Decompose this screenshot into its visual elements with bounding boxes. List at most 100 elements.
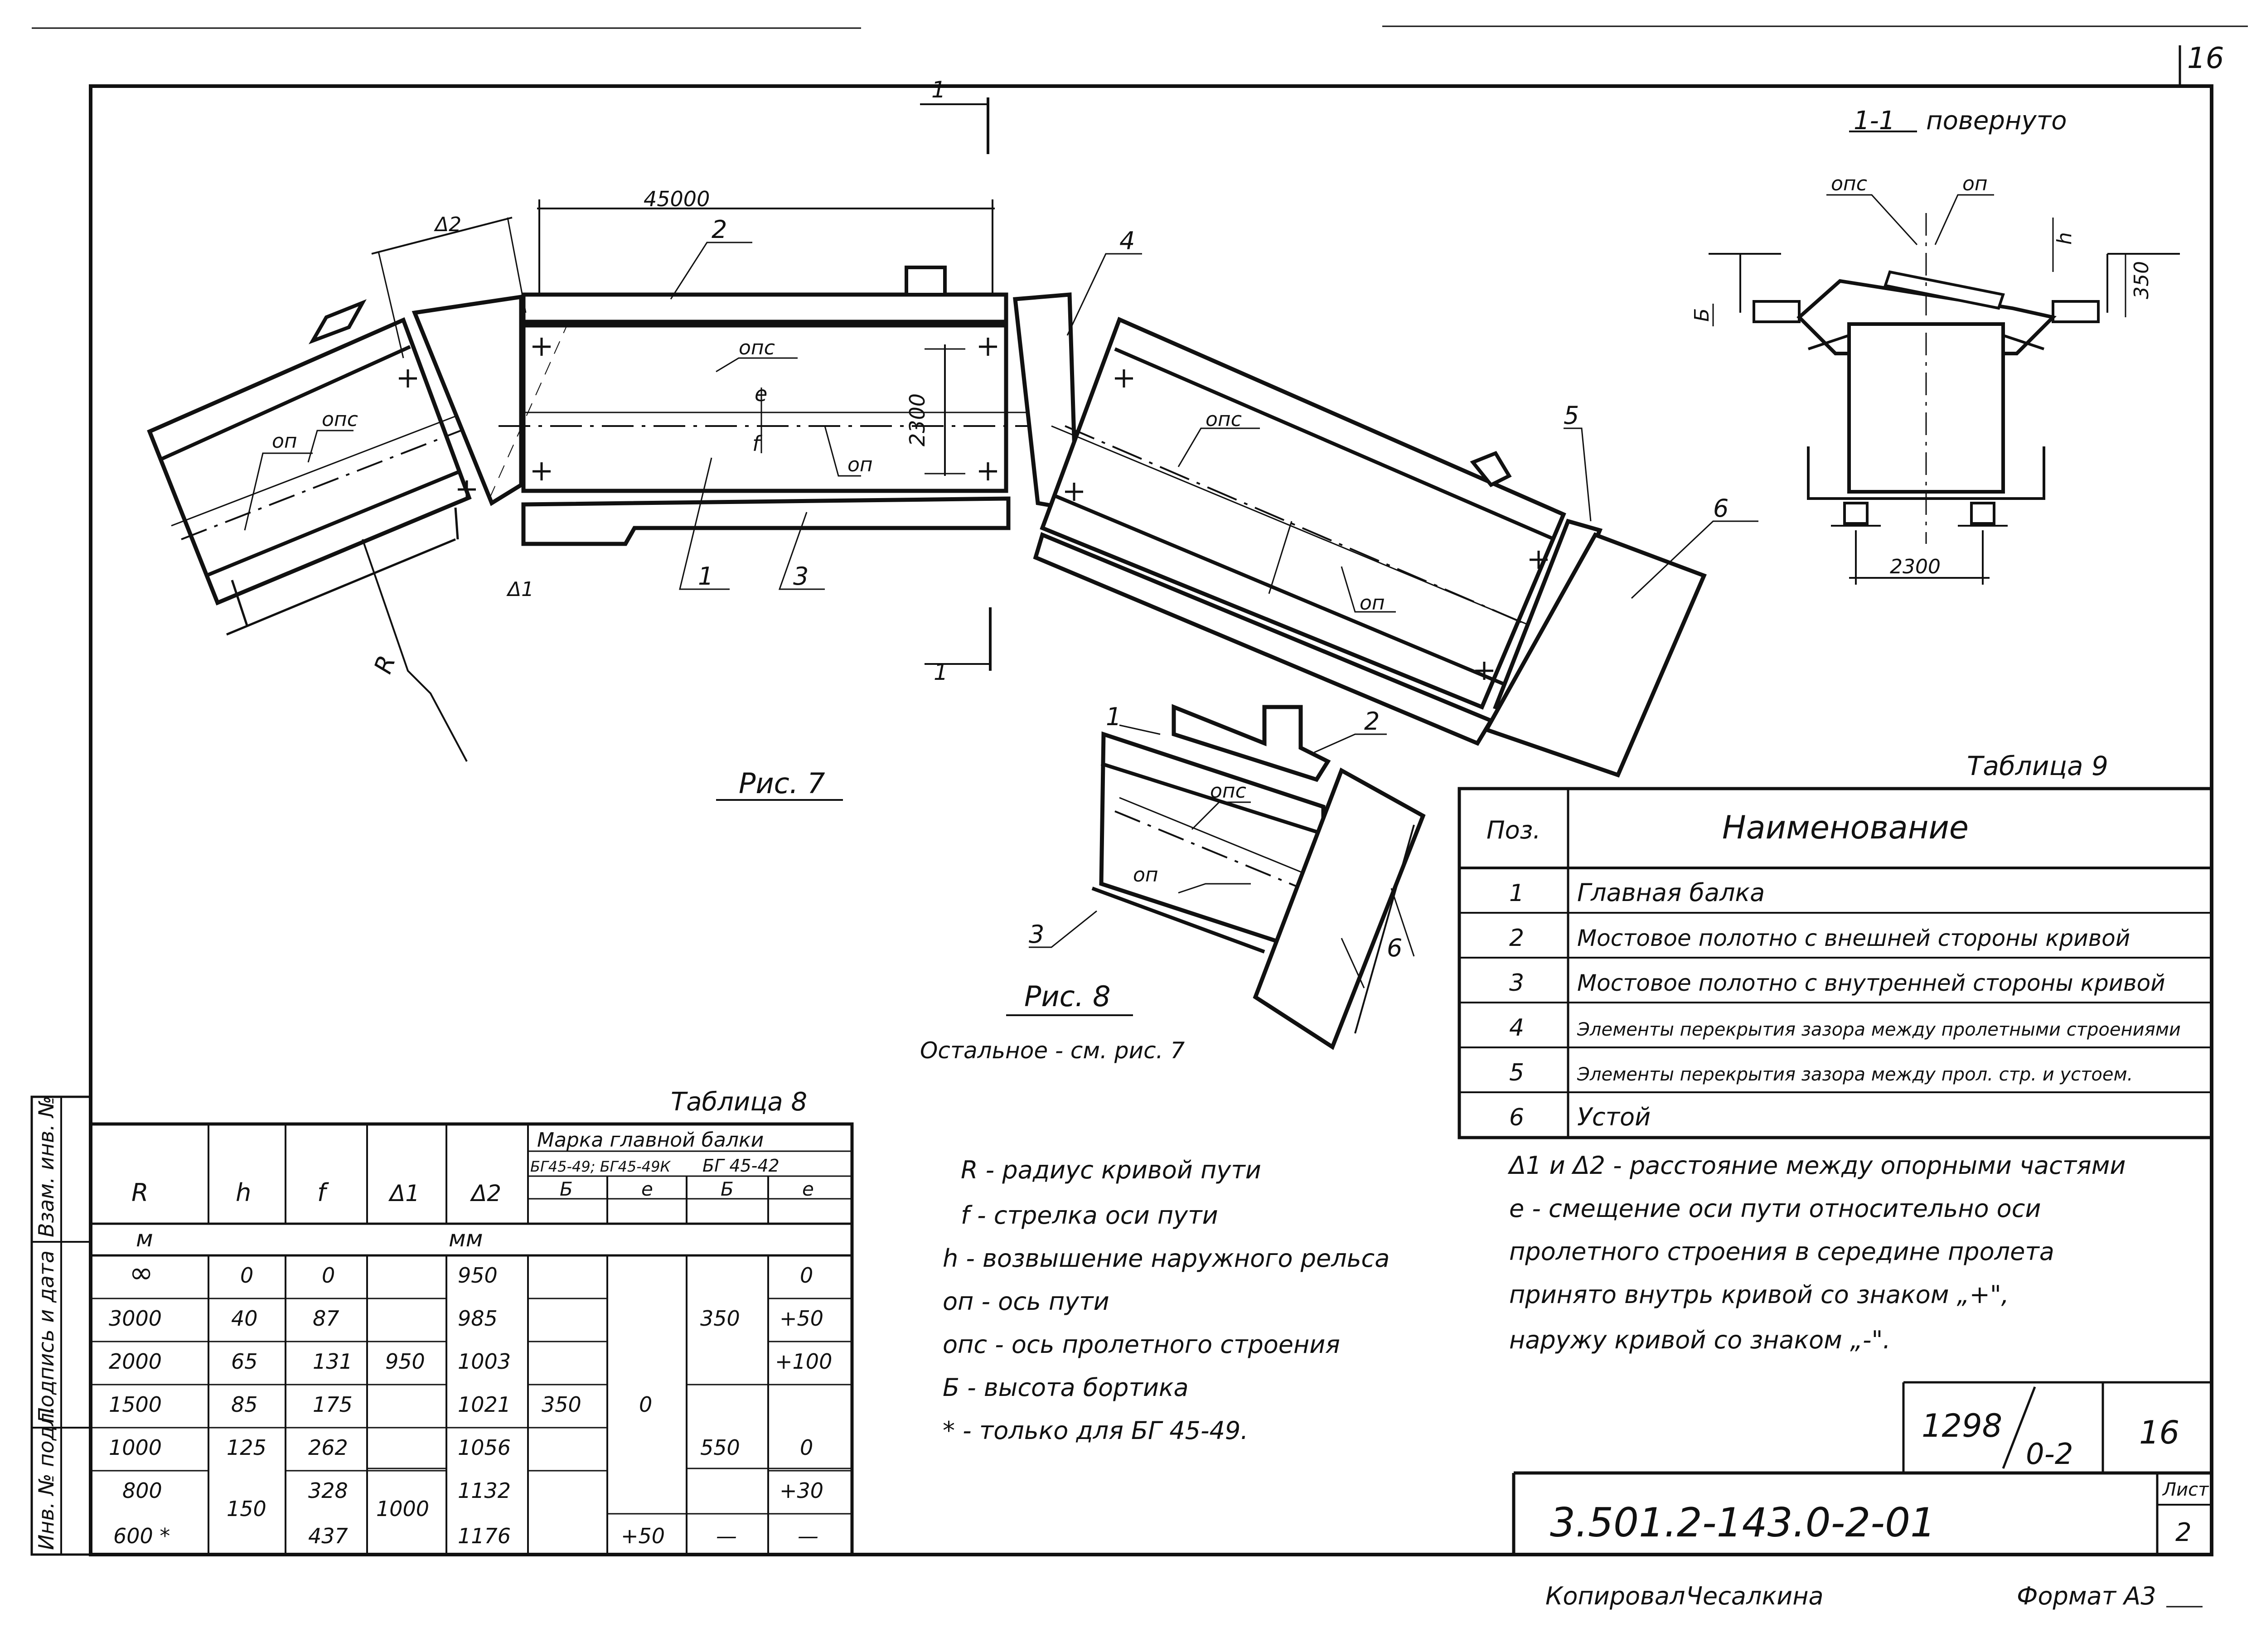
table8-r4-f: 175 [313, 1392, 353, 1417]
section-title: 1-1 [1854, 106, 1895, 136]
table8-sub-b2: Б [721, 1178, 734, 1200]
table9-row1-name: Главная балка [1577, 878, 1765, 907]
page-number: 16 [2139, 1414, 2179, 1451]
table8-r2-h: 40 [231, 1306, 258, 1331]
table8-r7-d1: 1000 [376, 1497, 429, 1521]
fig7-section-mark-top: 1 [931, 77, 946, 103]
table8-rows: ∞ 0 0 950 0 3000 40 87 985 +50 2000 65 1… [109, 1256, 832, 1548]
section-dim-2300: 2300 [1890, 555, 1941, 578]
table8-r7-e2: — [798, 1524, 818, 1548]
table8-r7-R: 600 * [113, 1524, 170, 1548]
table9-row2-pos: 2 [1509, 925, 1524, 952]
table8-units-R: м [136, 1226, 153, 1252]
fig8-pos-3: 3 [1029, 920, 1044, 949]
section-dim-350: 350 [2130, 261, 2153, 299]
table8-header-R: R [131, 1178, 149, 1207]
fig7-deck-inner [521, 496, 1011, 546]
fig7-pos-1: 1 [698, 562, 713, 591]
notes: Δ1 и Δ2 - расстояние между опорными част… [1507, 1151, 2126, 1354]
fig7-pos-4: 4 [1119, 227, 1135, 255]
table9-header-name: Наименование [1722, 809, 1969, 846]
table9-row1-pos: 1 [1509, 880, 1524, 907]
album-subnumber: 0-2 [2026, 1438, 2073, 1471]
table8-r6-f: 328 [308, 1478, 348, 1503]
table8-units-mm: мм [449, 1226, 483, 1252]
list-label: Лист [2162, 1479, 2209, 1500]
section-op-label: оп [1962, 172, 1988, 195]
fig7-delta2-label: Δ2 [434, 213, 461, 236]
table8-title: Таблица 8 [671, 1087, 807, 1117]
fig7-gap-element-left [412, 294, 523, 506]
fig7-op-right: оп [1360, 591, 1385, 615]
table8-r4-h: 85 [231, 1392, 258, 1417]
fig7-op-center: оп [847, 453, 873, 476]
table8-header-f: f [317, 1178, 329, 1207]
table8-r4-e1: 0 [639, 1392, 652, 1417]
table8-r7-f: 437 [308, 1524, 348, 1548]
table8-headers: R h f Δ1 Δ2 Марка главной балки БГ45-49;… [131, 1129, 814, 1252]
side-stamp [30, 1095, 92, 1556]
note-line-4: принято внутрь кривой со знаком „+", [1509, 1280, 2009, 1309]
table8-r4-R: 1500 [109, 1392, 162, 1417]
table8-r3-b2: 350 [700, 1306, 740, 1331]
legend-line-3: h - возвышение наружного рельса [943, 1244, 1390, 1273]
section-ops-label: опс [1831, 172, 1867, 195]
table8-r5-d2: 1056 [458, 1435, 511, 1460]
fig7-dim-45000: 45000 [644, 187, 710, 211]
fig7-op-left: оп [272, 430, 297, 453]
table8-r4-b1: 350 [542, 1392, 581, 1417]
footer-copied-label: Копировал [1545, 1582, 1685, 1610]
fig7-section-mark-bottom: 1 [934, 659, 948, 685]
legend-line-4: оп - ось пути [943, 1287, 1109, 1316]
section-h-label: h [2053, 232, 2076, 245]
table8-r5-R: 1000 [109, 1435, 162, 1460]
fig8-op-label: оп [1133, 863, 1158, 887]
fig7-pos-6: 6 [1713, 494, 1729, 523]
fig7-pos-2: 2 [712, 215, 727, 244]
table8-sub-e2: е [802, 1178, 814, 1200]
table8-header-d1: Δ1 [388, 1180, 420, 1206]
fig8-note: Остальное - см. рис. 7 [920, 1037, 1185, 1064]
stamp-signature-date: Подпись и дата [34, 1250, 58, 1423]
fig7-caption: Рис. 7 [739, 767, 825, 800]
table8-r3-h: 65 [231, 1349, 258, 1374]
designation-code: 3.501.2-143.0-2-01 [1550, 1499, 1936, 1546]
section-b-label: Б [1690, 308, 1714, 322]
legend-line-5: опс - ось пролетного строения [943, 1330, 1340, 1359]
fig7-left-beam [147, 317, 472, 606]
table8-r7-b2: — [716, 1524, 737, 1548]
table8-r5-b2: 550 [700, 1435, 740, 1460]
table9-grid [1457, 787, 2213, 1139]
fig8-pos-2: 2 [1364, 707, 1380, 736]
fig8-diagram [1029, 704, 1426, 1050]
fig7-abutment [1483, 532, 1707, 778]
table8-sub-b1: Б [560, 1178, 573, 1200]
table8-r3-e2: +100 [775, 1349, 832, 1374]
table8-r5-f: 262 [308, 1435, 348, 1460]
fig7-dim-2300: 2300 [905, 393, 930, 446]
table8-beam-type-2: БГ 45-42 [702, 1156, 780, 1176]
fig7-ops-center: опс [739, 336, 775, 359]
table9-row5-pos: 5 [1509, 1059, 1524, 1086]
table8-r3-R: 2000 [109, 1349, 162, 1374]
stamp-inv-podl: Инв. № подл. [34, 1406, 58, 1550]
fig7-e-center: е [755, 382, 767, 406]
table8-r2-d2: 985 [458, 1306, 498, 1331]
footer-copier-name: Чесалкина [1686, 1582, 1824, 1610]
table9-row4-pos: 4 [1509, 1014, 1524, 1042]
title-block [1512, 1381, 2212, 1555]
table8-r3-d2: 1003 [458, 1349, 511, 1374]
table8-r6-R: 800 [122, 1478, 162, 1503]
fig7-diagram [147, 97, 1758, 778]
footer-format: Формат А3 [2017, 1582, 2156, 1610]
fig7-ops-right: опс [1206, 408, 1242, 431]
table8-r2-e2: +50 [780, 1306, 823, 1331]
table8-r1-e2: 0 [800, 1263, 813, 1288]
note-line-5: наружу кривой со знаком „-". [1509, 1326, 1891, 1354]
table8-r2-f: 87 [313, 1306, 339, 1331]
fig7-pos-3: 3 [793, 562, 809, 591]
table8-r1-R: ∞ [129, 1256, 153, 1290]
table9-header-pos: Поз. [1486, 816, 1541, 844]
list-number: 2 [2175, 1518, 2192, 1547]
table9-row5-name: Элементы перекрытия зазора между прол. с… [1577, 1064, 2133, 1085]
